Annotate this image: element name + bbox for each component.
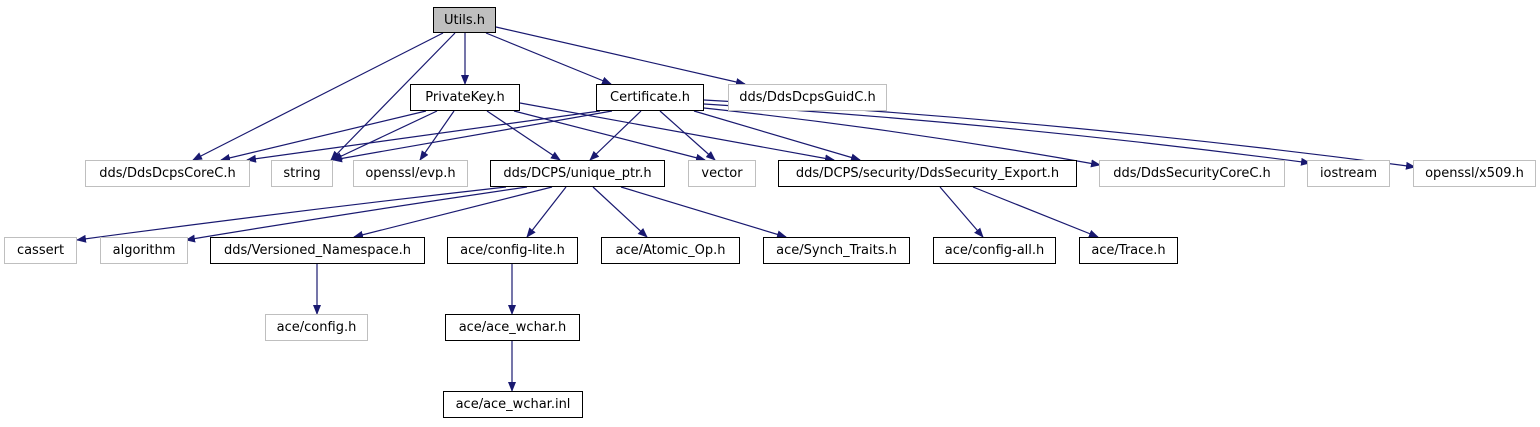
node-certificate[interactable]: Certificate.h <box>596 84 704 111</box>
node-privatekey[interactable]: PrivateKey.h <box>410 84 520 111</box>
node-config: ace/config.h <box>265 314 368 341</box>
edge-secexport-to-configall <box>939 186 984 238</box>
edge-certificate-to-iostream <box>703 103 1311 166</box>
node-secexport[interactable]: dds/DCPS/security/DdsSecurity_Export.h <box>778 160 1077 187</box>
node-trace[interactable]: ace/Trace.h <box>1079 237 1178 264</box>
node-configlite[interactable]: ace/config-lite.h <box>447 237 578 264</box>
node-iostream: iostream <box>1307 160 1390 187</box>
node-ddsseccorec: dds/DdsSecurityCoreC.h <box>1099 160 1285 187</box>
edge-certificate-to-ddsdcpscorec <box>246 110 601 163</box>
node-versioned[interactable]: dds/Versioned_Namespace.h <box>210 237 425 264</box>
edge-privatekey-to-ddsdcpscorec <box>220 110 427 162</box>
node-algorithm: algorithm <box>100 237 188 264</box>
edge-utils-to-ddsdcpscorec <box>192 32 444 161</box>
edge-uniqueptr-to-algorithm <box>185 186 528 243</box>
node-ddsdcpscorec: dds/DdsDcpsCoreC.h <box>85 160 250 187</box>
edge-certificate-to-uniqueptr <box>589 110 642 161</box>
node-acewcharinl[interactable]: ace/ace_wchar.inl <box>443 391 583 418</box>
edge-uniqueptr-to-synchtraits <box>620 186 787 239</box>
node-ddsdcpsguidc: dds/DdsDcpsGuidC.h <box>728 84 887 111</box>
node-atomicop[interactable]: ace/Atomic_Op.h <box>601 237 740 264</box>
node-opensslx509: openssl/x509.h <box>1413 160 1536 187</box>
edge-certificate-to-string <box>332 110 613 163</box>
edge-utils-to-certificate <box>485 32 612 85</box>
edge-privatekey-to-string <box>332 110 438 161</box>
edge-privatekey-to-secexport <box>519 102 835 163</box>
edge-certificate-to-vector <box>659 110 716 161</box>
edge-secexport-to-trace <box>972 186 1099 238</box>
edge-privatekey-to-vector <box>513 110 706 162</box>
edge-uniqueptr-to-configlite <box>526 186 567 238</box>
node-acewchar[interactable]: ace/ace_wchar.h <box>445 314 580 341</box>
edge-uniqueptr-to-atomicop <box>592 186 648 238</box>
edge-uniqueptr-to-versioned <box>353 186 553 239</box>
node-utils: Utils.h <box>433 7 496 33</box>
node-uniqueptr[interactable]: dds/DCPS/unique_ptr.h <box>490 160 665 187</box>
edge-privatekey-to-uniqueptr <box>486 110 561 161</box>
node-configall[interactable]: ace/config-all.h <box>933 237 1056 264</box>
node-string: string <box>271 160 333 187</box>
node-vector: vector <box>688 160 756 187</box>
edge-utils-to-string <box>330 32 456 161</box>
node-cassert: cassert <box>4 237 77 264</box>
edge-uniqueptr-to-cassert <box>76 186 507 243</box>
node-synchtraits[interactable]: ace/Synch_Traits.h <box>763 237 910 264</box>
edge-certificate-to-secexport <box>693 110 861 162</box>
node-opensslevp: openssl/evp.h <box>353 160 468 187</box>
edge-certificate-to-ddsseccorec <box>703 107 1101 168</box>
edge-utils-to-ddsdcpsguidc <box>495 26 746 86</box>
edge-privatekey-to-opensslevp <box>419 110 455 161</box>
